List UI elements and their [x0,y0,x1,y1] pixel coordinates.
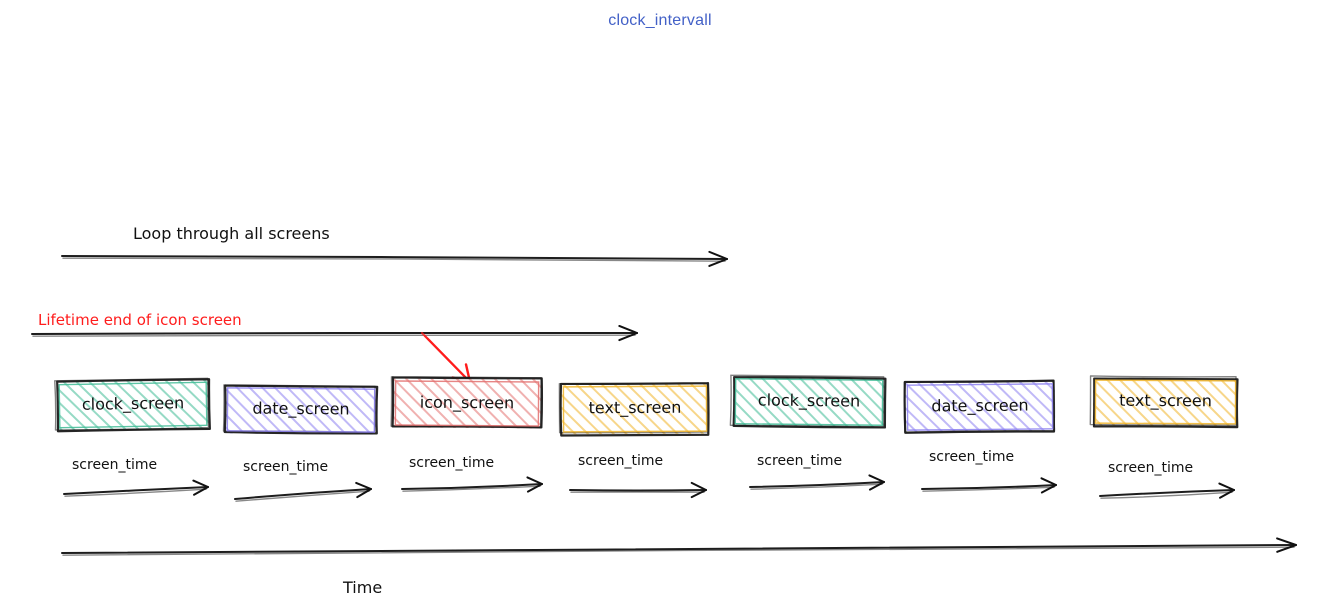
screen-time-arrow-0 [63,479,209,497]
time-axis-label: Time [343,578,383,597]
screen-box-text_screen-6[interactable] [1089,375,1239,429]
lifetime-end-of-icon-screen-arrow [31,324,638,342]
screen-box-inner-edge [226,387,376,433]
screen-box-outline [391,376,544,429]
screen-box-label: clock_screen [81,393,185,414]
screen-box-label: date_screen [252,398,350,419]
screen-box-date_screen-1[interactable] [222,384,379,435]
screen-box-outline [729,374,885,428]
screen-box-hatch [560,383,710,435]
screen-box-hatch [1092,377,1239,427]
screen-box-label: text_screen [1119,390,1212,411]
screen-box-outline [1092,377,1239,429]
screen-box-label: icon_screen [419,392,515,412]
screen-time-arrow-6 [1099,482,1235,499]
screen-box-inner-edge [906,383,1054,431]
screen-box-clock_screen-0[interactable] [54,377,211,433]
icon-screen-pointer-arrow [420,331,472,384]
screen-time-arrow-1 [234,481,372,502]
screen-box-label: date_screen [931,395,1029,416]
screen-time-label: screen_time [243,459,329,475]
screen-box-inner-edge [58,381,208,429]
screen-box-text_screen-3[interactable] [558,382,710,437]
screen-box-hatch [224,385,378,435]
screen-box-label: text_screen [588,397,682,418]
page-title: clock_intervall [608,12,712,29]
screen-time-label: screen_time [757,453,843,469]
screen-box-outline [732,376,887,429]
screen-box-inner-edge [562,385,708,433]
time-axis-arrow [61,537,1297,556]
screen-box-inner-edge [394,380,540,427]
screen-box-hatch [732,376,886,428]
screen-time-arrow-5 [921,477,1057,494]
screen-box-date_screen-5[interactable] [903,379,1056,434]
screen-box-icon_screen-2[interactable] [390,376,544,429]
screen-box-hatch [904,381,1056,433]
screen-time-label: screen_time [929,449,1015,465]
screen-time-label: screen_time [578,453,664,469]
screen-box-hatch [56,379,210,431]
screen-time-label: screen_time [409,455,495,471]
screen-time-label: screen_time [72,457,158,473]
screen-box-outline [223,384,379,435]
screen-time-arrow-3 [569,481,707,499]
loop-annotation-label: Loop through all screens [133,224,330,243]
screen-time-arrow-4 [749,474,885,491]
screen-time-arrow-2 [401,476,543,493]
lifetime-annotation-label: Lifetime end of icon screen [38,311,242,329]
loop-through-all-screens-arrow [61,250,728,267]
screen-box-hatch [392,378,542,429]
screen-box-label: clock_screen [757,390,861,411]
screen-box-outline [54,377,210,431]
screen-box-clock_screen-4[interactable] [729,374,887,429]
screen-box-inner-edge [734,378,884,426]
screen-box-inner-edge [1094,379,1237,425]
screen-time-label: screen_time [1108,460,1194,476]
screen-box-outline [390,376,542,428]
screen-box-outline [903,380,1056,433]
